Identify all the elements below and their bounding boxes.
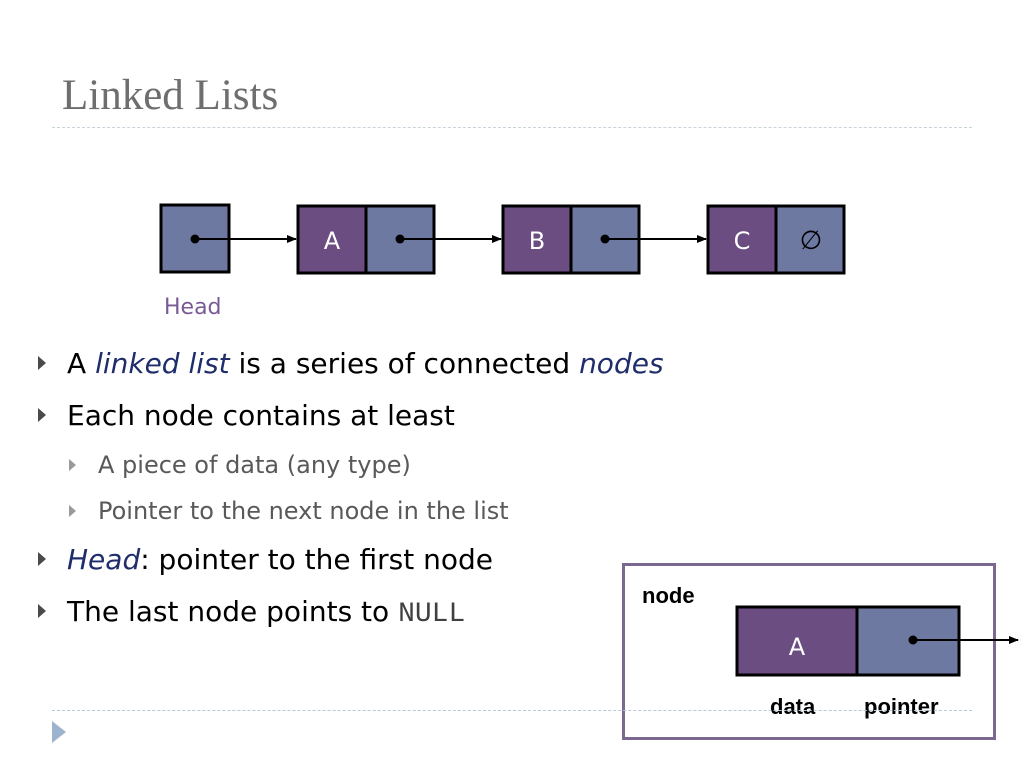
bullet-text: is a series of connected xyxy=(229,347,580,380)
subbullet-text: Pointer to the next node in the list xyxy=(98,497,509,525)
bullet-arrow-icon xyxy=(38,356,46,370)
bullet-text: A xyxy=(67,347,96,380)
subbullet-pointer: Pointer to the next node in the list xyxy=(38,488,678,534)
bullet-text: Each node contains at least xyxy=(67,399,455,432)
subbullet-arrow-icon xyxy=(69,459,76,471)
bullet-arrow-icon xyxy=(38,604,46,618)
node-legend-box xyxy=(622,563,996,740)
bullet-list: A linked list is a series of connected n… xyxy=(38,338,678,641)
term-linked-list: linked list xyxy=(95,347,230,380)
bullet-text: The last node points to xyxy=(67,595,399,628)
bullet-head: Head: pointer to the first node xyxy=(38,534,678,586)
bullet-linked-list-definition: A linked list is a series of connected n… xyxy=(38,338,678,390)
bullet-arrow-icon xyxy=(38,552,46,566)
legend-pointer-label: pointer xyxy=(864,694,939,719)
slide-nav-icon[interactable] xyxy=(52,721,66,743)
term-nodes: nodes xyxy=(579,347,664,380)
bullet-arrow-icon xyxy=(38,408,46,422)
bullet-text: : pointer to the first node xyxy=(140,543,493,576)
legend-node-value: A xyxy=(789,633,806,661)
footer-divider xyxy=(52,710,972,711)
code-null: NULL xyxy=(398,599,466,630)
bullet-node-contains: Each node contains at least xyxy=(38,390,678,442)
title-divider xyxy=(52,127,972,128)
slide-title: Linked Lists xyxy=(62,72,279,119)
subbullet-text: A piece of data (any type) xyxy=(98,451,411,479)
legend-data-label: data xyxy=(770,694,816,719)
bullet-last-node: The last node points to NULL xyxy=(38,586,678,641)
node-legend-title: node xyxy=(642,583,695,608)
subbullet-arrow-icon xyxy=(69,505,76,517)
subbullet-data: A piece of data (any type) xyxy=(38,442,678,488)
legend-data-cell xyxy=(735,605,859,677)
term-head: Head xyxy=(67,543,141,576)
